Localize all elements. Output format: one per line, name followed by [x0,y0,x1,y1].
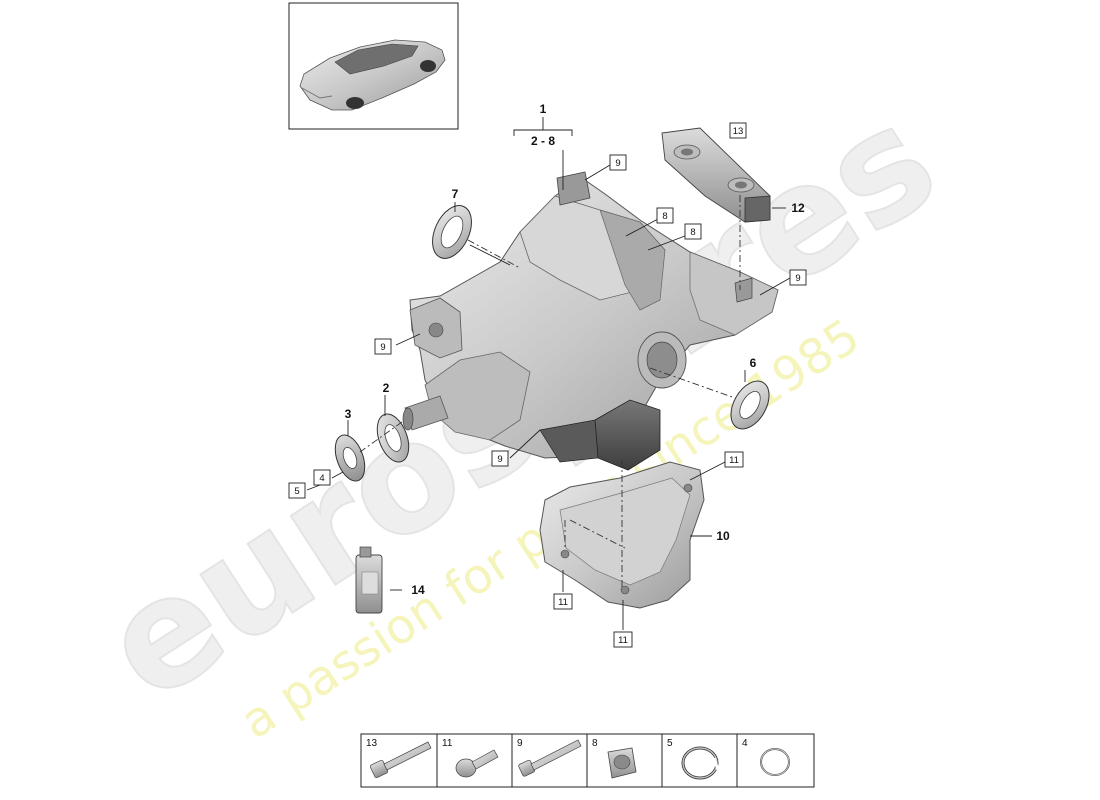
long-bolt-icon [518,739,582,777]
long-bolt-icon [370,741,432,778]
label-box-9: 9 [609,154,627,171]
callout-10: 10 [716,529,730,543]
svg-text:4: 4 [742,738,748,749]
svg-text:9: 9 [497,454,502,465]
label-box-5: 5 [288,482,306,499]
boxed-labels: 13 9 8 8 9 9 9 4 5 11 11 11 [288,122,807,648]
svg-text:8: 8 [592,738,598,749]
svg-text:9: 9 [795,273,800,284]
label-box-13: 13 [729,122,747,139]
callout-assembly: 1 [540,102,547,116]
svg-text:11: 11 [729,455,739,466]
label-box-9: 9 [374,338,392,355]
seal-3 [334,434,366,482]
label-box-11: 11 [724,451,744,468]
seal-6 [730,380,770,430]
fastener-legend: 13 11 9 8 [360,733,815,788]
legend-item-5: 5 [667,738,720,780]
oil-bottle [355,546,383,614]
circlip-icon [681,746,720,780]
svg-text:4: 4 [319,473,324,484]
svg-text:8: 8 [690,227,695,238]
plug-screw-icon [607,747,637,779]
callout-2: 2 [383,381,390,395]
svg-text:9: 9 [517,738,523,749]
seal-7 [432,205,472,259]
callouts: 1 2 - 8 7 2 3 6 12 10 14 [345,102,805,597]
vehicle-thumbnail [288,2,459,130]
svg-text:11: 11 [558,597,568,608]
callout-12: 12 [791,201,805,215]
callout-3: 3 [345,407,352,421]
svg-text:11: 11 [618,635,628,646]
svg-text:9: 9 [615,158,620,169]
svg-text:11: 11 [442,738,453,749]
o-ring-icon [760,748,790,776]
label-box-9: 9 [491,450,509,467]
legend-item-9: 9 [517,738,582,777]
mount-bracket [661,127,771,223]
leader-lines [306,117,791,630]
callout-7: 7 [452,187,459,201]
callout-assembly-range: 2 - 8 [531,134,555,148]
label-box-11: 11 [613,631,633,648]
label-box-11: 11 [553,593,573,610]
label-box-9: 9 [789,269,807,286]
legend-item-13: 13 [366,738,432,778]
label-box-8: 8 [656,207,674,224]
label-box-8: 8 [684,223,702,240]
svg-text:8: 8 [662,211,667,222]
car-icon [299,39,446,111]
label-box-4: 4 [313,469,331,486]
legend-item-4: 4 [742,738,790,776]
svg-text:9: 9 [380,342,385,353]
svg-text:5: 5 [667,738,673,749]
short-bolt-icon [455,749,499,778]
svg-text:13: 13 [733,126,744,137]
svg-text:13: 13 [366,738,378,749]
legend-item-8: 8 [592,738,637,779]
differential-housing [402,171,779,471]
callout-6: 6 [750,356,757,370]
svg-text:5: 5 [294,486,299,497]
legend-item-11: 11 [442,738,499,778]
callout-14: 14 [411,583,425,597]
